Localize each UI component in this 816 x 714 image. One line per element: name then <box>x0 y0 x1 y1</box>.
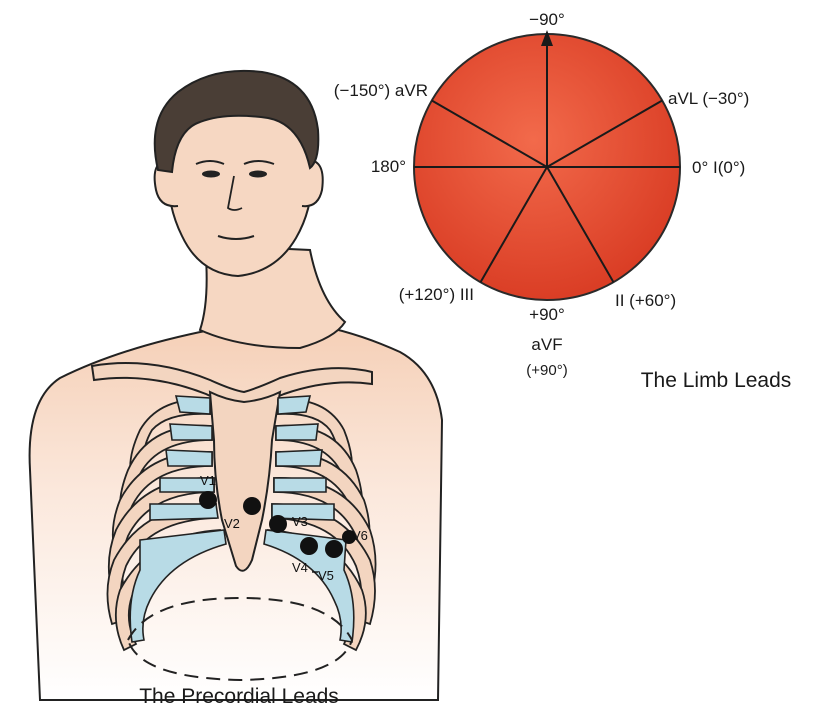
label-v4: V4 <box>292 560 308 575</box>
label-v5: V5 <box>318 568 334 583</box>
electrode-v2 <box>243 497 261 515</box>
label-v1: V1 <box>200 473 216 488</box>
electrode-v3 <box>269 515 287 533</box>
label-v3: V3 <box>292 514 308 529</box>
label-v2: V2 <box>224 516 240 531</box>
electrode-v5 <box>325 540 343 558</box>
label-avf-degrees: (+90°) <box>526 362 567 379</box>
electrode-v1 <box>199 491 217 509</box>
label-minus-90: −90° <box>529 10 565 29</box>
left-eye <box>202 171 220 178</box>
label-180: 180° <box>371 157 406 176</box>
label-avl: aVL (−30°) <box>668 89 749 108</box>
precordial-caption: The Precordial Leads <box>139 685 339 708</box>
electrode-v4 <box>300 537 318 555</box>
limb-caption: The Limb Leads <box>641 369 792 392</box>
label-ii: II (+60°) <box>615 291 676 310</box>
label-avr: (−150°) aVR <box>334 81 428 100</box>
right-eye <box>249 171 267 178</box>
limb-leads-diagram: −90° (−150°) aVR aVL (−30°) 180° 0° I(0°… <box>334 10 792 392</box>
label-iii: (+120°) III <box>399 285 474 304</box>
label-0-i: 0° I(0°) <box>692 158 745 177</box>
label-avf: aVF <box>531 335 562 354</box>
label-plus-90: +90° <box>529 305 565 324</box>
label-v6: V6 <box>352 528 368 543</box>
